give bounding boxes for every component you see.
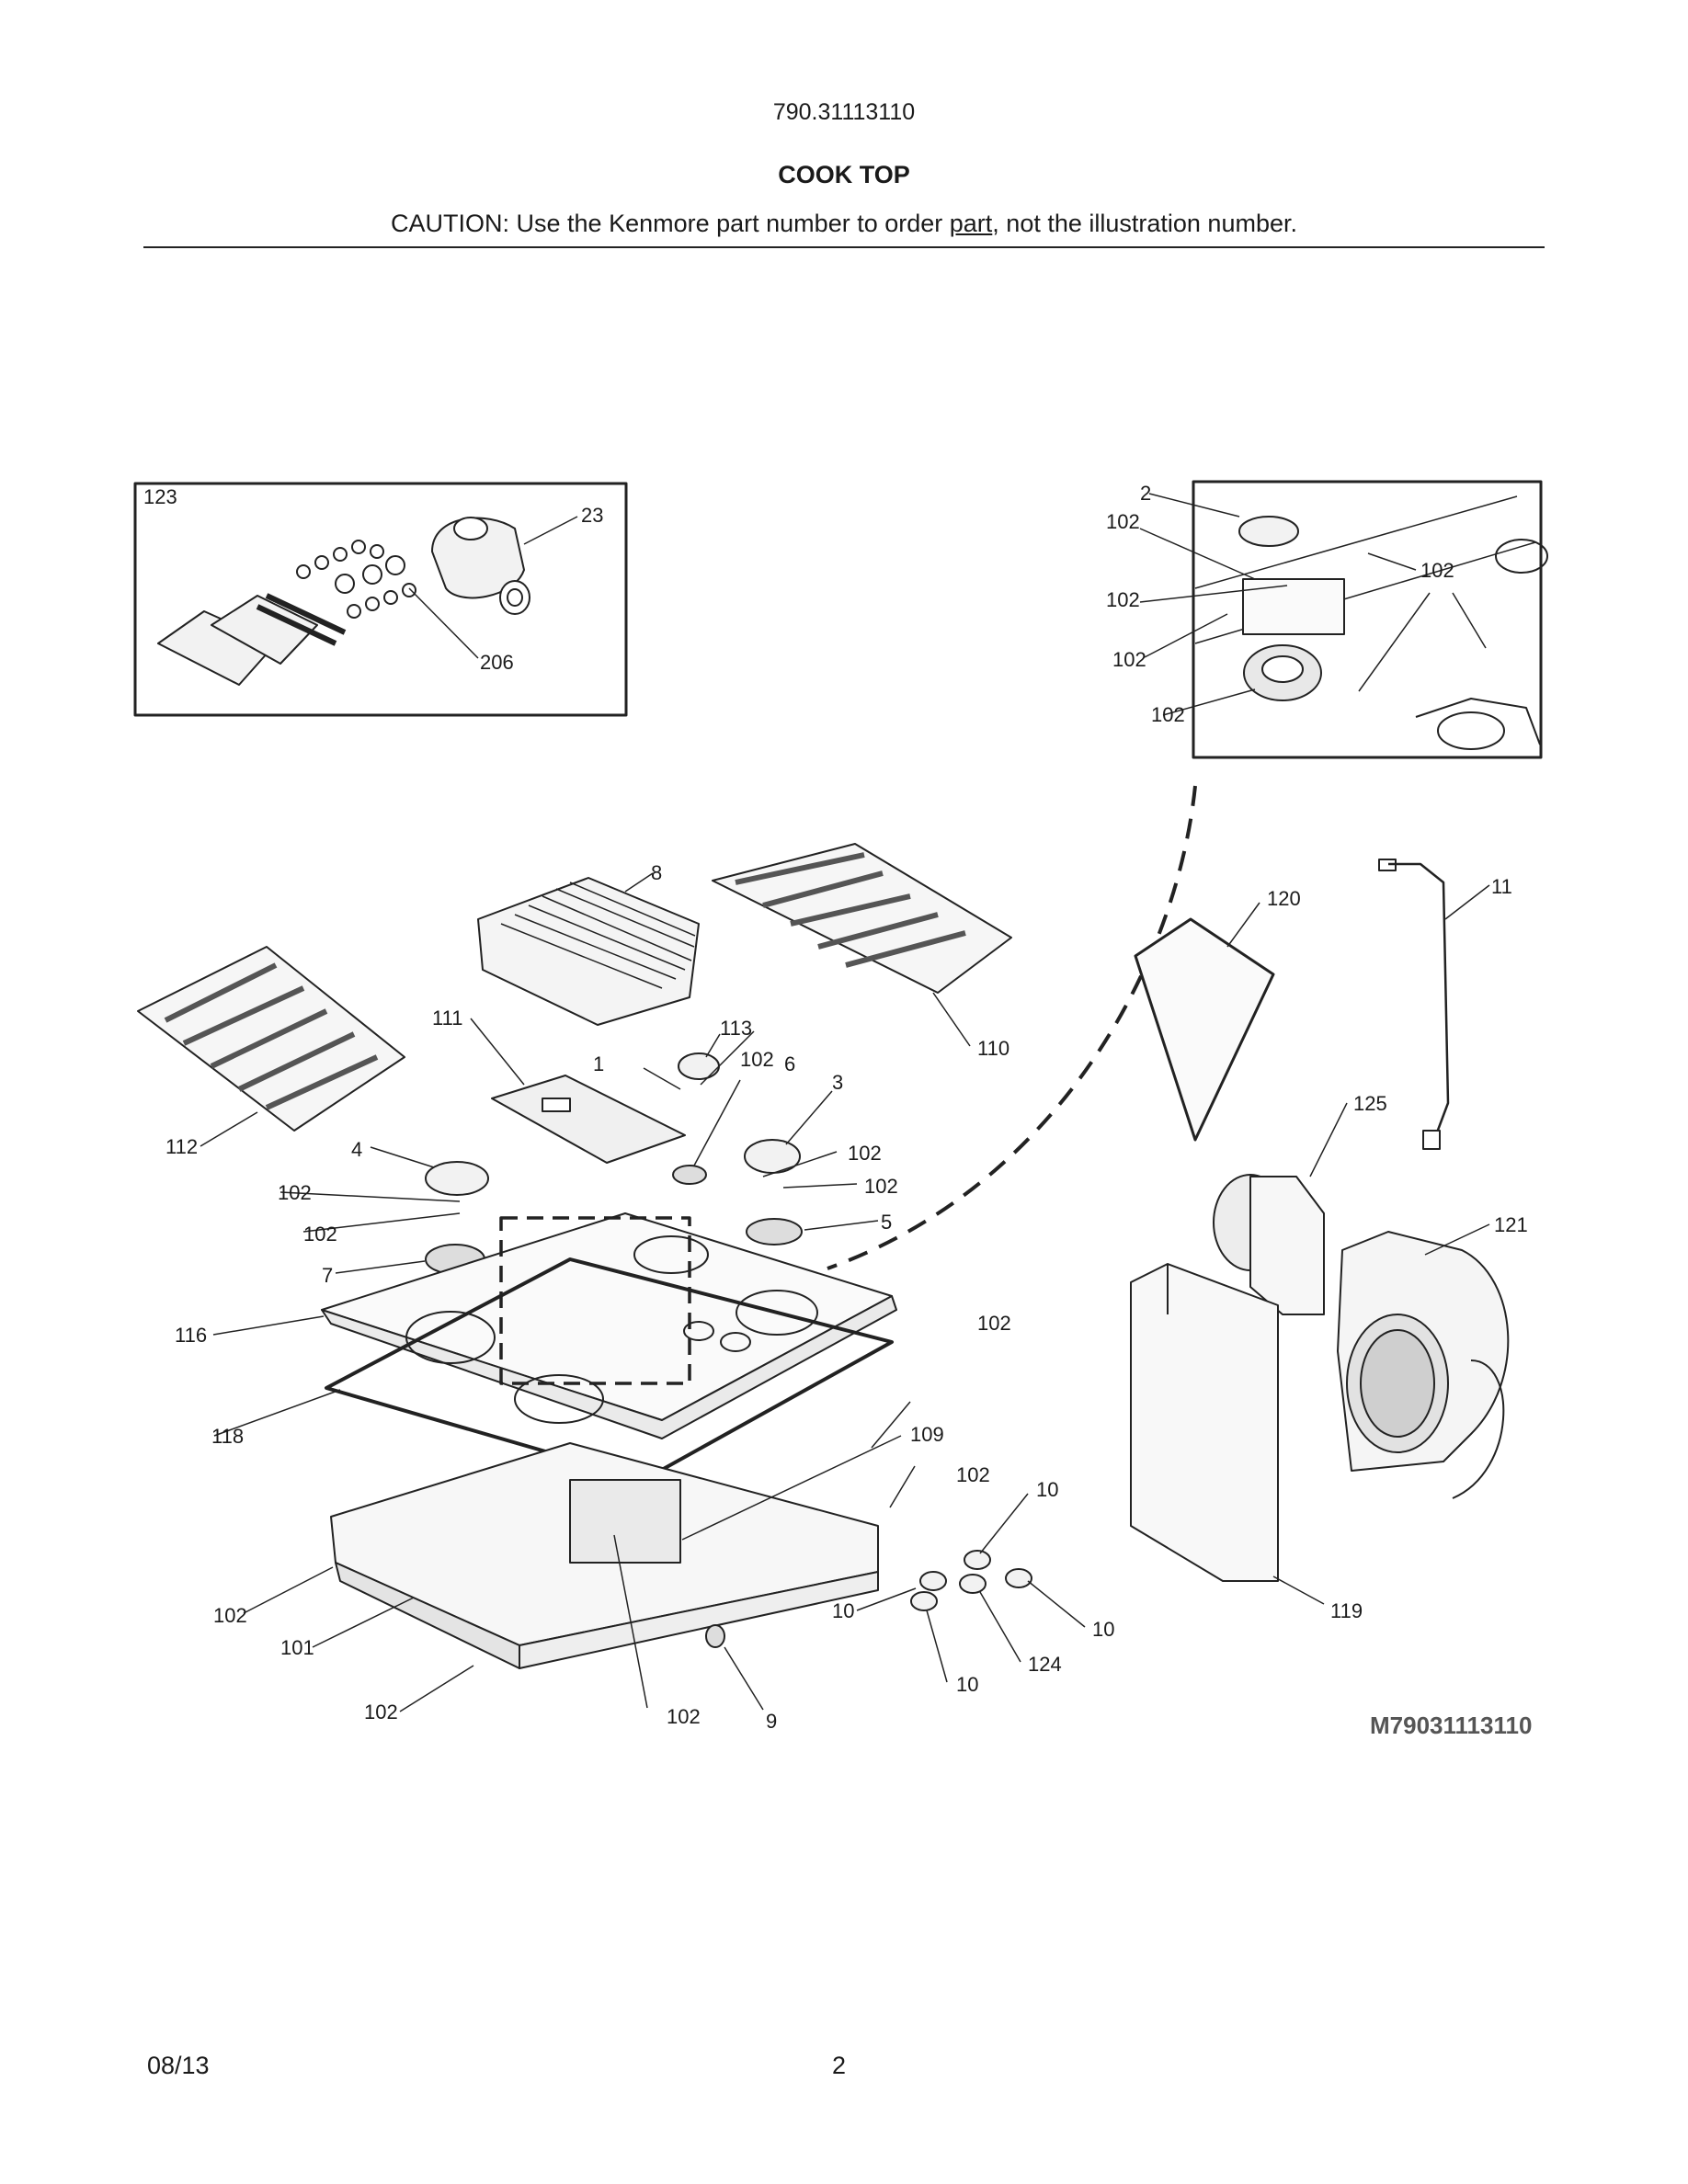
callout-label: 111	[432, 1007, 462, 1029]
griddle-part	[477, 872, 700, 1026]
callout-label: 121	[1494, 1213, 1528, 1236]
callout-label: 102	[1106, 588, 1140, 611]
callout-label: 102	[1106, 510, 1140, 533]
caution-prefix: CAUTION: Use the Kenmore part number to …	[391, 210, 950, 237]
callout-label: 102	[213, 1604, 247, 1627]
callout-label: 102	[1151, 703, 1185, 726]
page-header: 790.31113110 COOK TOP CAUTION: Use the K…	[0, 0, 1688, 257]
cooktop-surface-part	[212, 1212, 897, 1439]
callout-label: 120	[1267, 887, 1301, 910]
callout-label: 118	[211, 1425, 244, 1448]
callout-label: 102	[740, 1048, 774, 1071]
callout-label: 102	[977, 1312, 1011, 1335]
caution-suffix: , not the illustration number.	[992, 210, 1297, 237]
callout-label: 10	[1092, 1618, 1114, 1641]
callout-label: 101	[280, 1636, 314, 1659]
callout-label: 102	[278, 1181, 312, 1204]
model-number: 790.31113110	[772, 99, 916, 125]
burner-detail-inset	[1139, 480, 1548, 759]
burner-head-5	[746, 1218, 803, 1246]
callout-label: 8	[651, 861, 662, 884]
callout-label: 102	[303, 1223, 337, 1246]
detail-connector-dashed	[827, 785, 1197, 1270]
blower-part	[1337, 1223, 1510, 1499]
footer-date: 08/13	[147, 2052, 210, 2079]
callout-label: 10	[832, 1599, 854, 1622]
caution-note: CAUTION: Use the Kenmore part number to …	[0, 210, 1688, 238]
callout-label: 23	[581, 504, 603, 527]
callout-label: 102	[1420, 559, 1454, 582]
burner-cap-3	[744, 1139, 801, 1174]
burner-box-part	[312, 1442, 879, 1669]
callout-label: 125	[1353, 1092, 1387, 1115]
control-knobs	[910, 1550, 1032, 1611]
right-grate-part	[712, 843, 1012, 1047]
page-number: 2	[832, 2052, 847, 2079]
left-grate-part	[137, 946, 405, 1147]
callout-label: 9	[766, 1710, 777, 1733]
fan-housing-part	[1213, 1102, 1348, 1315]
power-cord-part	[1378, 859, 1490, 1150]
callout-label: 2	[1140, 482, 1151, 505]
callout-label: 11	[1491, 875, 1512, 898]
callout-label: 112	[165, 1135, 198, 1158]
callout-label: 102	[864, 1175, 898, 1198]
callout-label: 102	[848, 1142, 882, 1165]
callout-label: 113	[720, 1017, 752, 1040]
diagram-id: M79031113110	[1370, 1712, 1533, 1739]
burner-head-6	[672, 1165, 707, 1185]
callout-label: 119	[1330, 1599, 1363, 1622]
hardware-kit-inset	[133, 482, 628, 717]
callout-label: 102	[956, 1463, 990, 1486]
callout-label: 109	[910, 1423, 944, 1446]
control-panel-part	[470, 1018, 686, 1164]
callout-labels: 123 23 206 2 102 102 102 102 102 8 110 1…	[143, 482, 1528, 1733]
burner-cap-4	[425, 1161, 489, 1196]
callout-label: 10	[956, 1673, 978, 1696]
callout-label: 1	[593, 1052, 604, 1075]
callout-label: 3	[832, 1071, 843, 1094]
igniter-part	[705, 1624, 725, 1648]
callout-label: 124	[1028, 1653, 1062, 1676]
duct-part	[1130, 1263, 1325, 1605]
header-rule	[143, 246, 1545, 248]
caution-underlined: part	[949, 210, 993, 237]
callout-label: 110	[977, 1037, 1009, 1060]
callout-label: 206	[480, 651, 514, 674]
filter-part	[1134, 902, 1275, 1142]
gasket-part	[325, 1257, 894, 1482]
callout-label: 116	[175, 1324, 207, 1347]
callout-label: 6	[784, 1052, 795, 1075]
callout-label: 102	[1112, 648, 1146, 671]
callout-label: 102	[364, 1701, 398, 1723]
burner-cap-1	[678, 1052, 720, 1080]
callout-label: 10	[1036, 1478, 1058, 1501]
callout-label: 102	[667, 1705, 701, 1728]
section-title: COOK TOP	[778, 161, 910, 188]
callout-label: 5	[881, 1211, 892, 1234]
callout-label: 123	[143, 485, 177, 508]
callout-label: 7	[322, 1264, 333, 1287]
callout-label: 4	[351, 1138, 362, 1161]
